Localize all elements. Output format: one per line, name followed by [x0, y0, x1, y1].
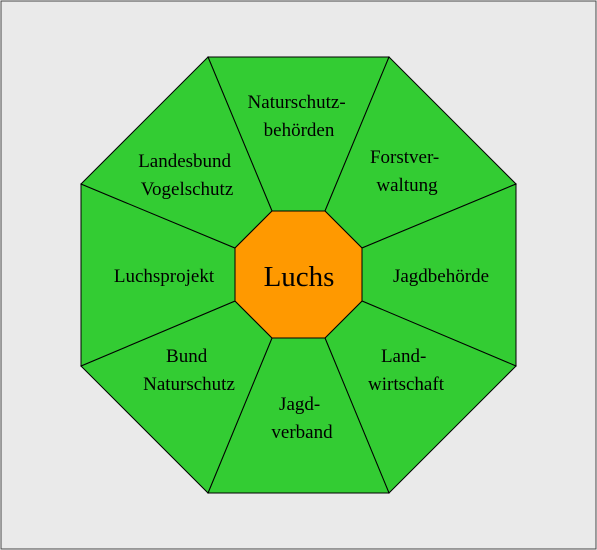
segment-label-jagdverband: Jagd- verband	[271, 394, 333, 443]
center-octagon	[234, 210, 363, 339]
segment-label-jagdbehoerde: Jagdbehörde	[393, 266, 489, 287]
segment-label-landwirtschaft: Land- wirtschaft	[368, 346, 445, 395]
label-group: Naturschutz- behörden Forstver- waltung …	[114, 92, 489, 443]
segment-label-naturschutz: Naturschutz- behörden	[248, 92, 351, 141]
segment-label-luchsprojekt: Luchsprojekt	[114, 266, 215, 287]
center-label-luchs: Luchs	[264, 261, 335, 293]
segment-label-forstverwaltung: Forstver- waltung	[370, 147, 444, 196]
segment-label-bund-naturschutz: Bund Naturschutz	[143, 346, 235, 395]
segment-label-landesbund-vogelschutz: Landesbund Vogelschutz	[138, 151, 236, 200]
